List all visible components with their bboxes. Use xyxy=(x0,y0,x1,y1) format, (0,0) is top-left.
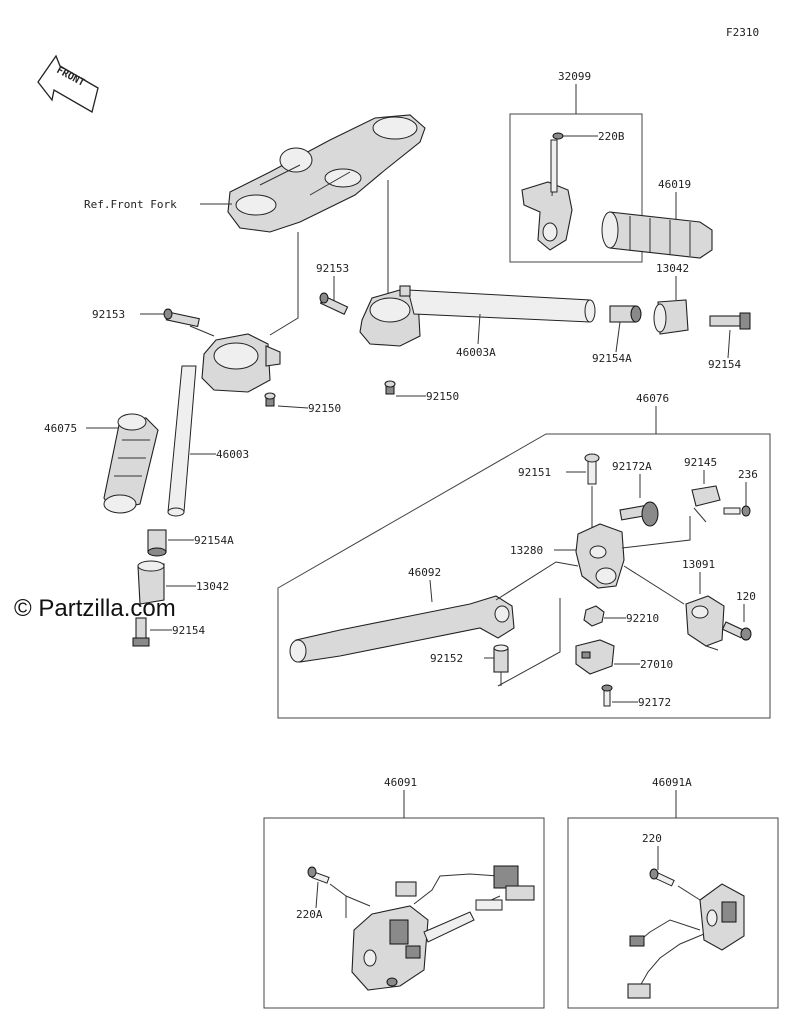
watermark: © Partzilla.com xyxy=(14,595,176,622)
part-92154-left-bolt xyxy=(132,617,150,647)
part-46019-grip xyxy=(601,211,713,259)
box-46076 xyxy=(277,433,771,719)
label-220: 220 xyxy=(642,832,662,845)
label-92172A: 92172A xyxy=(612,460,652,473)
part-46003A-handlebar xyxy=(359,285,596,347)
label-13091: 13091 xyxy=(682,558,715,571)
label-92154-left: 92154 xyxy=(172,624,205,637)
label-92153-right: 92153 xyxy=(316,262,349,275)
label-92154A-left: 92154A xyxy=(194,534,234,547)
part-92154-right-bolt xyxy=(709,312,751,330)
label-46091: 46091 xyxy=(384,776,417,789)
part-13280-lever-holder xyxy=(575,523,625,589)
box-32099 xyxy=(509,113,643,263)
label-46019: 46019 xyxy=(658,178,691,191)
upper-triple-clamp xyxy=(227,114,426,233)
part-92145-spring xyxy=(691,485,721,523)
label-32099: 32099 xyxy=(558,70,591,83)
label-46003: 46003 xyxy=(216,448,249,461)
part-13042-right-weight xyxy=(653,299,689,335)
front-arrow-icon: FRONT xyxy=(37,54,99,113)
label-13042-left: 13042 xyxy=(196,580,229,593)
part-13042-left-weight xyxy=(137,560,165,605)
label-92210: 92210 xyxy=(626,612,659,625)
label-92154A-right: 92154A xyxy=(592,352,632,365)
label-46092: 46092 xyxy=(408,566,441,579)
part-46091A-rh-switch-housing xyxy=(627,883,745,999)
part-92172A-adjuster xyxy=(619,501,659,527)
part-92210-nut xyxy=(583,605,605,627)
part-220-screw xyxy=(649,868,675,887)
label-92145: 92145 xyxy=(684,456,717,469)
figure-code: F2310 xyxy=(726,26,759,39)
part-46075-grip xyxy=(103,413,159,514)
label-46003A: 46003A xyxy=(456,346,496,359)
label-220A: 220A xyxy=(296,908,323,921)
label-92154-right: 92154 xyxy=(708,358,741,371)
label-46075: 46075 xyxy=(44,422,77,435)
part-92150-left-bolt xyxy=(264,392,276,407)
part-32099-bracket xyxy=(521,132,573,251)
label-220B: 220B xyxy=(598,130,625,143)
part-13091-clamp xyxy=(685,595,725,647)
part-220A-screw xyxy=(307,866,330,884)
label-92150-left: 92150 xyxy=(308,402,341,415)
part-92153-right-bolt xyxy=(319,292,349,315)
label-13280: 13280 xyxy=(510,544,543,557)
part-46091-lh-switch-housing xyxy=(351,865,535,991)
label-46076: 46076 xyxy=(636,392,669,405)
part-27010-switch xyxy=(575,639,615,675)
part-236-screw xyxy=(723,505,751,517)
label-92150-right: 92150 xyxy=(426,390,459,403)
label-236: 236 xyxy=(738,468,758,481)
label-120: 120 xyxy=(736,590,756,603)
part-92172-screw xyxy=(601,684,613,707)
part-92152-collar xyxy=(493,644,509,673)
part-120-bolt xyxy=(721,621,752,641)
box-46091-lh xyxy=(263,817,545,1009)
part-92151-pin xyxy=(584,453,600,485)
part-92153-left-bolt xyxy=(163,308,200,328)
part-46003-handlebar xyxy=(167,333,281,517)
label-ref-front-fork: Ref.Front Fork xyxy=(84,198,177,211)
part-92154A-left xyxy=(147,529,167,557)
label-27010: 27010 xyxy=(640,658,673,671)
part-92150-right-bolt xyxy=(384,380,396,395)
label-13042-right: 13042 xyxy=(656,262,689,275)
box-46091A-rh xyxy=(567,817,779,1009)
label-92153-left: 92153 xyxy=(92,308,125,321)
part-46092-lever xyxy=(289,595,515,663)
label-92151: 92151 xyxy=(518,466,551,479)
label-92172: 92172 xyxy=(638,696,671,709)
part-92154A-right xyxy=(609,305,642,323)
label-92152: 92152 xyxy=(430,652,463,665)
label-46091A: 46091A xyxy=(652,776,692,789)
